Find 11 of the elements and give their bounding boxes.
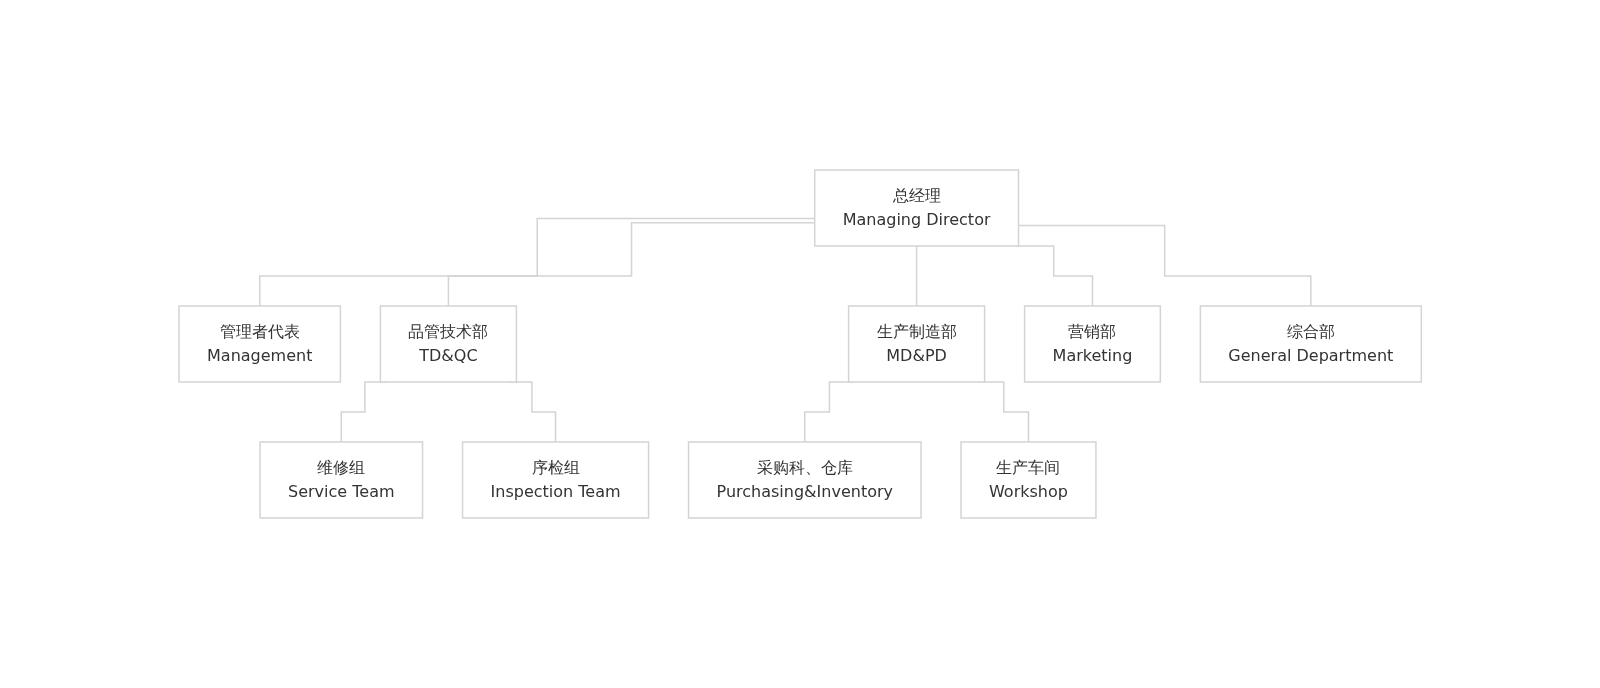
connector [915, 245, 918, 307]
node-box: 采购科、仓库 Purchasing&Inventory [687, 441, 922, 519]
node-box: 序检组 Inspection Team [461, 441, 650, 519]
node-box: 营销部 Marketing [1023, 305, 1161, 383]
node-box: 维修组 Service Team [259, 441, 424, 519]
node-box: 生产车间 Workshop [960, 441, 1097, 519]
node-box: 品管技术部 TD&QC [379, 305, 517, 383]
node-box: 管理者代表 Management [178, 305, 341, 383]
node-box: 总经理 Managing Director [813, 169, 1020, 247]
node-box: 生产制造部 MD&PD [847, 305, 986, 383]
node-box: 综合部 General Department [1199, 305, 1422, 383]
